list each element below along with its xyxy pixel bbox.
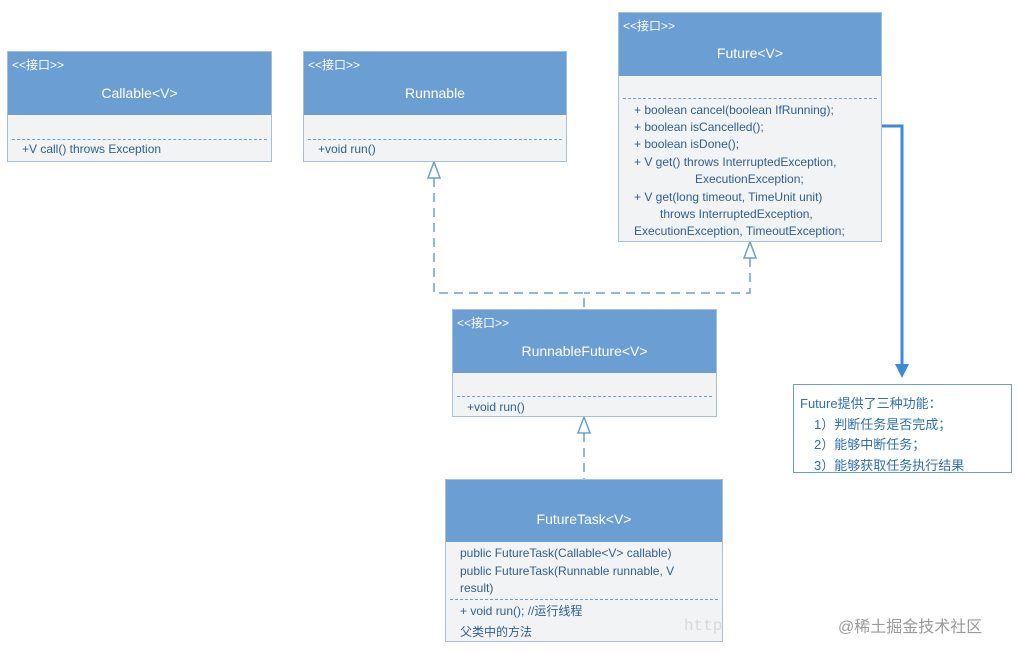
note-heading: Future提供了三种功能：: [800, 396, 942, 411]
runnable-method: +void run(): [318, 142, 376, 156]
futuretask-constructor: public FutureTask(Runnable runnable, V: [460, 564, 675, 578]
arrowhead-runnable: [426, 159, 442, 179]
callable-method: +V call() throws Exception: [22, 142, 162, 156]
runnable-stereotype: <<接口>>: [308, 58, 361, 72]
callable-separator: [12, 139, 267, 140]
futuretask-constructor: result): [460, 581, 494, 595]
note-connector-line: [882, 124, 904, 368]
futuretask-header: FutureTask<V>: [446, 480, 722, 542]
future-method: + V get(long timeout, TimeUnit unit): [634, 190, 823, 204]
faint-watermark: http: [684, 617, 723, 635]
future-features-note: Future提供了三种功能： 1）判断任务是否完成； 2）能够中断任务； 3）能…: [793, 384, 1012, 473]
future-method: + boolean isCancelled();: [634, 120, 764, 134]
runnablefuture-stereotype: <<接口>>: [457, 316, 510, 330]
future-method: + boolean cancel(boolean IfRunning);: [634, 103, 834, 117]
callable-interface-box: <<接口>> Callable<V> +V call() throws Exce…: [7, 51, 272, 162]
note-item: 1）判断任务是否完成；: [814, 417, 952, 432]
futuretask-class-box: FutureTask<V> public FutureTask(Callable…: [445, 479, 723, 642]
future-header: <<接口>> Future<V>: [619, 13, 881, 76]
realization-line-future: [584, 258, 751, 294]
future-method: throws InterruptedException,: [660, 207, 813, 221]
arrowhead-future: [742, 239, 758, 259]
futuretask-method: + void run(); //运行线程: [460, 604, 583, 618]
runnable-header: <<接口>> Runnable: [304, 52, 566, 115]
realization-line-runnable: [433, 178, 585, 309]
note-item: 2）能够中断任务；: [814, 437, 926, 452]
runnablefuture-separator: [457, 396, 712, 397]
runnablefuture-method: +void run(): [467, 400, 525, 414]
futuretask-title: FutureTask<V>: [536, 511, 632, 527]
future-method: ExecutionException, TimeoutException;: [634, 224, 845, 238]
futuretask-method: 父类中的方法: [460, 625, 533, 639]
future-interface-box: <<接口>> Future<V> + boolean cancel(boolea…: [618, 12, 882, 242]
runnable-title: Runnable: [405, 85, 465, 101]
runnable-interface-box: <<接口>> Runnable +void run(): [303, 51, 567, 162]
callable-stereotype: <<接口>>: [12, 58, 65, 72]
runnablefuture-interface-box: <<接口>> RunnableFuture<V> +void run(): [452, 309, 717, 417]
arrowhead-runnablefuture: [576, 414, 592, 434]
callable-title: Callable<V>: [101, 85, 178, 101]
site-watermark: @稀土掘金技术社区: [838, 619, 983, 636]
futuretask-constructor: public FutureTask(Callable<V> callable): [460, 546, 672, 560]
runnablefuture-title: RunnableFuture<V>: [521, 343, 648, 359]
runnablefuture-header: <<接口>> RunnableFuture<V>: [453, 310, 716, 373]
callable-header: <<接口>> Callable<V>: [8, 52, 271, 115]
futuretask-separator: [450, 599, 718, 600]
runnable-separator: [308, 139, 562, 140]
note-item: 3）能够获取任务执行结果: [814, 458, 965, 473]
future-title: Future<V>: [716, 45, 784, 61]
note-connector-arrowhead: [895, 364, 909, 378]
future-stereotype: <<接口>>: [623, 19, 676, 33]
future-method: ExecutionException;: [695, 172, 804, 186]
future-method: + boolean isDone();: [634, 137, 740, 151]
future-separator: [623, 98, 877, 99]
future-method: + V get() throws InterruptedException,: [634, 155, 837, 169]
